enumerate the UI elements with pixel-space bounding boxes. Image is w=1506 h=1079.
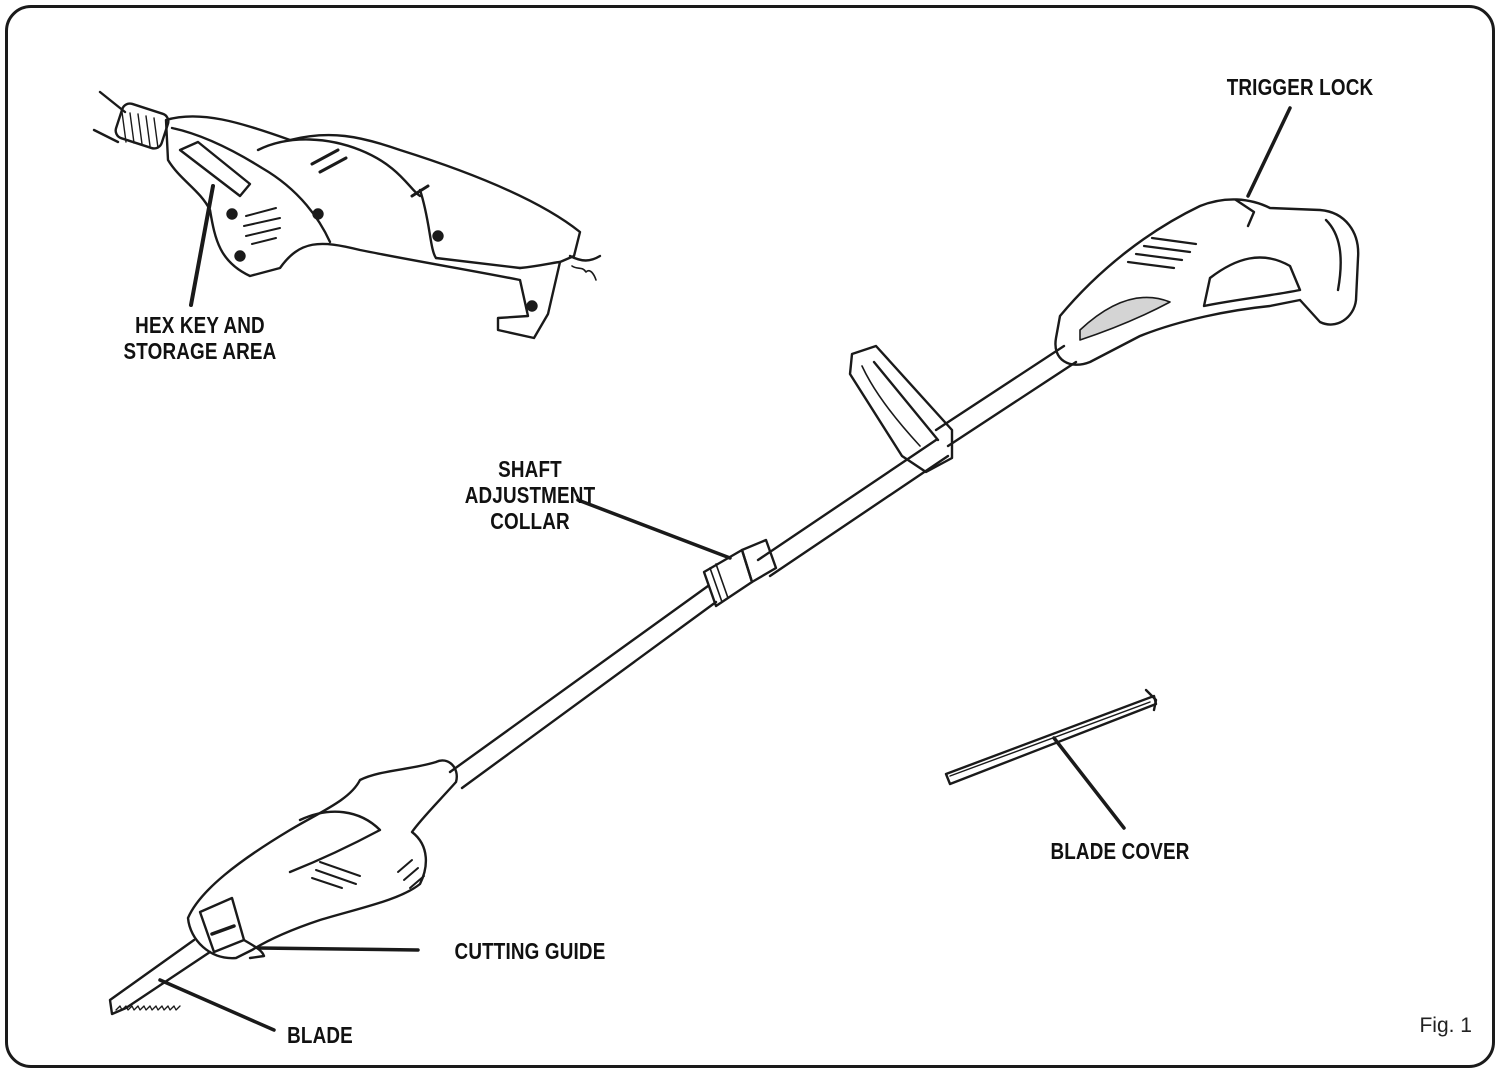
label-blade: BLADE [287, 1022, 353, 1048]
figure-number: Fig. 1 [1419, 1014, 1472, 1037]
label-trigger-lock: TRIGGER LOCK [1226, 74, 1374, 100]
pole-saw [108, 106, 1360, 1032]
figure-frame [5, 5, 1495, 1068]
label-blade-cover: BLADE COVER [1050, 838, 1190, 864]
label-shaft-adjustment-collar: SHAFT ADJUSTMENT COLLAR [464, 456, 596, 534]
inset-motor-head [92, 90, 602, 340]
label-cutting-guide: CUTTING GUIDE [454, 938, 606, 964]
label-hex-key-storage: HEX KEY AND STORAGE AREA [123, 312, 277, 364]
blade-cover [944, 688, 1158, 830]
